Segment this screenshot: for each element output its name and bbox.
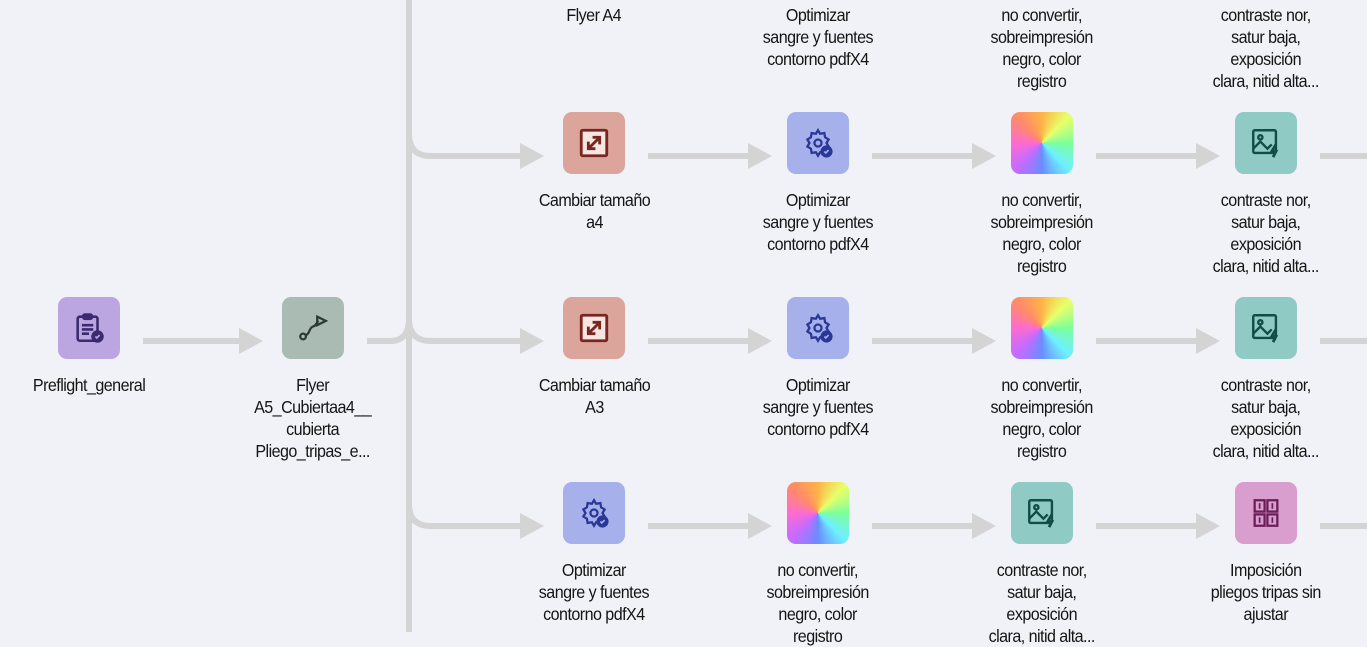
workflow-node-rainbow[interactable]: no convertir, sobreimpresión negro, colo… xyxy=(947,297,1137,462)
node-label: Preflight_general xyxy=(32,375,146,395)
workflow-node-gear[interactable]: Optimizar sangre y fuentes contorno pdfX… xyxy=(723,297,913,440)
workflow-node-rainbow[interactable]: no convertir, sobreimpresión negro, colo… xyxy=(947,112,1137,277)
arrowhead xyxy=(520,513,544,539)
resize-icon xyxy=(563,297,625,359)
arrowhead xyxy=(748,328,772,354)
node-label: Flyer A5_Cubiertaa4__ cubierta Pliego_tr… xyxy=(254,375,372,461)
workflow-node-image[interactable]: contraste nor, satur baja, exposición cl… xyxy=(947,482,1137,647)
node-label: Optimizar sangre y fuentes contorno pdfX… xyxy=(762,190,874,254)
node-label: Optimizar sangre y fuentes contorno pdfX… xyxy=(762,5,874,69)
branch-curve xyxy=(406,133,432,159)
workflow-node-rainbow[interactable]: no convertir, sobreimpresión negro, colo… xyxy=(723,482,913,647)
workflow-node-gear[interactable]: Optimizar sangre y fuentes contorno pdfX… xyxy=(723,112,913,255)
workflow-node-resize[interactable]: Cambiar tamaño A3 xyxy=(499,297,689,418)
resize-icon xyxy=(563,112,625,174)
image-enhance-icon xyxy=(1235,112,1297,174)
arrowhead xyxy=(972,513,996,539)
workflow-node-gear[interactable]: Optimizar sangre y fuentes contorno pdfX… xyxy=(723,0,913,70)
arrowhead xyxy=(239,328,263,354)
workflow-node-gear[interactable]: Optimizar sangre y fuentes contorno pdfX… xyxy=(499,482,689,625)
workflow-node-image[interactable]: contraste nor, satur baja, exposición cl… xyxy=(1171,297,1361,462)
node-label: Imposición pliegos tripas sin ajustar xyxy=(1211,560,1322,624)
arrowhead xyxy=(1196,143,1220,169)
arrowhead xyxy=(748,143,772,169)
node-label: contraste nor, satur baja, exposición cl… xyxy=(1212,190,1320,276)
gear-check-icon xyxy=(563,482,625,544)
node-label: Cambiar tamaño A3 xyxy=(538,375,650,417)
workflow-node-imposition[interactable]: Imposición pliegos tripas sin ajustar xyxy=(1171,482,1361,625)
workflow-node-resize[interactable]: Cambiar tamaño a4 xyxy=(499,112,689,233)
branch-curve xyxy=(406,503,432,529)
arrowhead xyxy=(972,328,996,354)
route-icon xyxy=(282,297,344,359)
node-label: contraste nor, satur baja, exposición cl… xyxy=(988,560,1096,646)
image-enhance-icon xyxy=(1011,482,1073,544)
node-label: no convertir, sobreimpresión negro, colo… xyxy=(990,5,1094,91)
node-label: Cambiar tamaño a4 xyxy=(538,190,650,232)
node-label: Flyer A4 xyxy=(566,5,622,25)
arrowhead xyxy=(1196,328,1220,354)
workflow-node-preflight[interactable]: Preflight_general xyxy=(0,297,184,396)
gear-check-icon xyxy=(787,112,849,174)
workflow-node-image[interactable]: contraste nor, satur baja, exposición cl… xyxy=(1171,112,1361,277)
workflow-connectors xyxy=(143,0,1367,632)
node-label: contraste nor, satur baja, exposición cl… xyxy=(1212,375,1320,461)
arrowhead xyxy=(1196,513,1220,539)
gear-check-icon xyxy=(787,297,849,359)
arrowhead xyxy=(748,513,772,539)
arrowhead xyxy=(972,143,996,169)
branch-curve xyxy=(389,318,412,344)
imposition-grid-icon xyxy=(1235,482,1297,544)
arrowhead xyxy=(520,143,544,169)
node-label: Optimizar sangre y fuentes contorno pdfX… xyxy=(762,375,874,439)
node-label: no convertir, sobreimpresión negro, colo… xyxy=(766,560,870,646)
node-label: no convertir, sobreimpresión negro, colo… xyxy=(990,190,1094,276)
color-wheel-icon xyxy=(1011,112,1073,174)
image-enhance-icon xyxy=(1235,297,1297,359)
branch-curve xyxy=(406,318,432,344)
workflow-node-resize[interactable]: Flyer A4 xyxy=(499,0,689,26)
color-wheel-icon xyxy=(1011,297,1073,359)
workflow-node-flyer[interactable]: Flyer A5_Cubiertaa4__ cubierta Pliego_tr… xyxy=(218,297,408,462)
workflow-node-rainbow[interactable]: no convertir, sobreimpresión negro, colo… xyxy=(947,0,1137,92)
clipboard-check-icon xyxy=(58,297,120,359)
workflow-node-image[interactable]: contraste nor, satur baja, exposición cl… xyxy=(1171,0,1361,92)
node-label: no convertir, sobreimpresión negro, colo… xyxy=(990,375,1094,461)
color-wheel-icon xyxy=(787,482,849,544)
arrowhead xyxy=(520,328,544,354)
node-label: contraste nor, satur baja, exposición cl… xyxy=(1212,5,1320,91)
node-label: Optimizar sangre y fuentes contorno pdfX… xyxy=(538,560,650,624)
